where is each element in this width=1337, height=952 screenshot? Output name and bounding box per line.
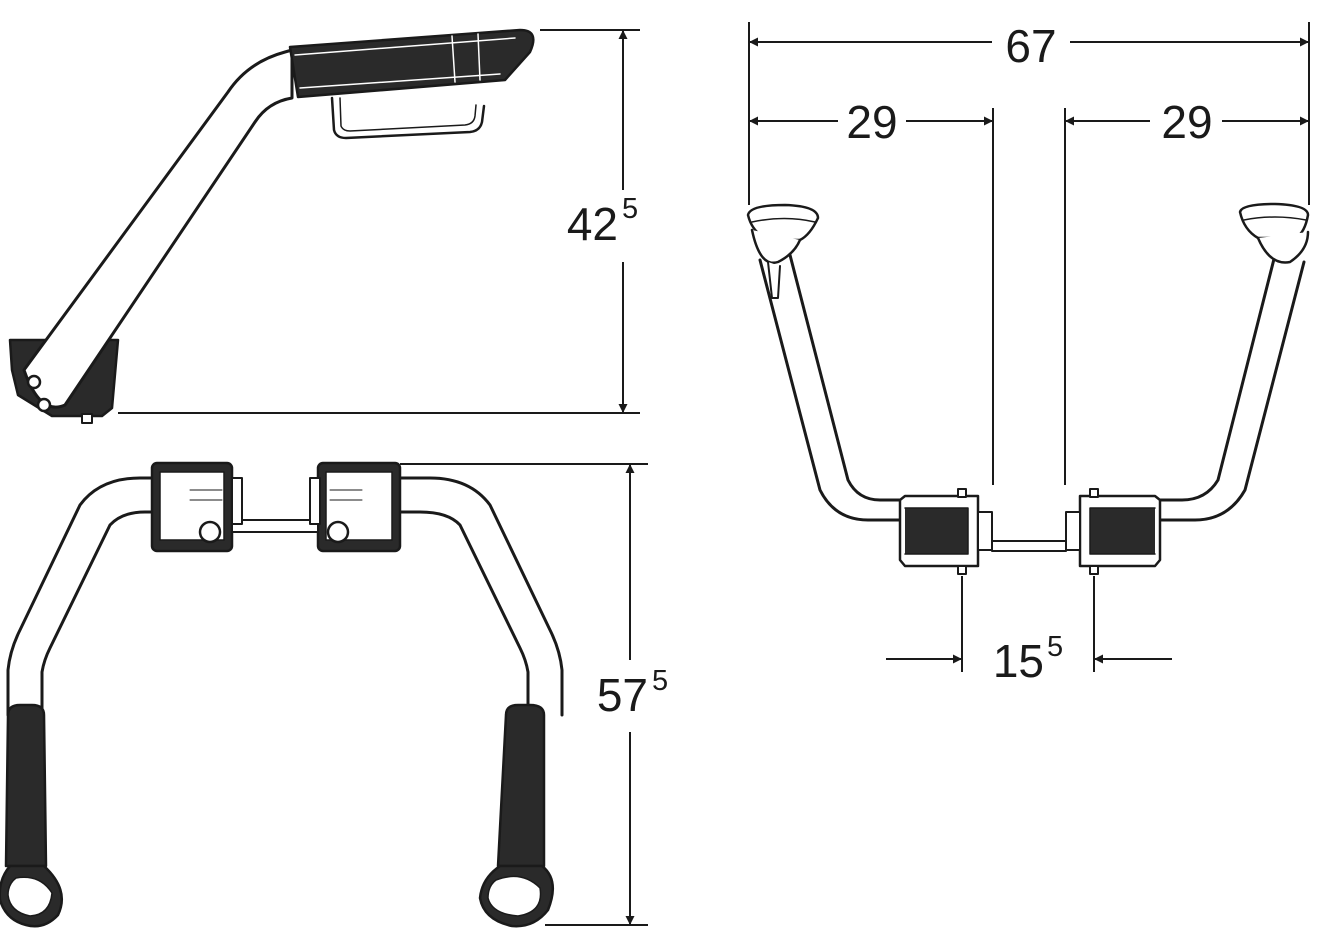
side-pivot-2: [36, 397, 52, 413]
side-pivot-1: [26, 374, 42, 390]
dim-mount-spacing-label: 15: [993, 635, 1044, 687]
top-grip-right: [496, 703, 546, 868]
top-tube-outer: [6, 476, 564, 717]
dim-half-width-right-label: 29: [1161, 96, 1212, 148]
dim-top-depth-sup: 5: [652, 665, 668, 697]
dim-half-width-left-label: 29: [846, 96, 897, 148]
dimension-top-depth: [400, 463, 648, 926]
dimension-side-height: [118, 29, 640, 414]
side-tube: [22, 48, 294, 409]
top-knob-right: [326, 520, 350, 544]
dimension-front: [748, 22, 1310, 672]
side-paper-holder: [330, 96, 486, 140]
front-leg-left: [758, 253, 904, 522]
top-view: [0, 461, 564, 928]
top-rail: [231, 519, 319, 533]
front-rail: [991, 540, 1067, 552]
dim-side-height-sup: 5: [622, 193, 638, 225]
top-knob-left: [198, 520, 222, 544]
dim-top-depth-label: 57: [597, 669, 648, 721]
top-grip-left: [4, 703, 48, 868]
front-cap-right: [1238, 202, 1310, 240]
side-arm-pad: [288, 28, 535, 99]
dim-mount-spacing-sup: 5: [1047, 631, 1063, 663]
side-bracket-screw: [81, 413, 93, 424]
front-leg-right: [1158, 253, 1306, 522]
dim-side-height-label: 42: [567, 198, 618, 250]
side-view: [8, 28, 535, 424]
dim-total-width-label: 67: [1005, 20, 1056, 72]
front-view: [746, 202, 1310, 575]
top-tube-inner: [40, 510, 530, 717]
